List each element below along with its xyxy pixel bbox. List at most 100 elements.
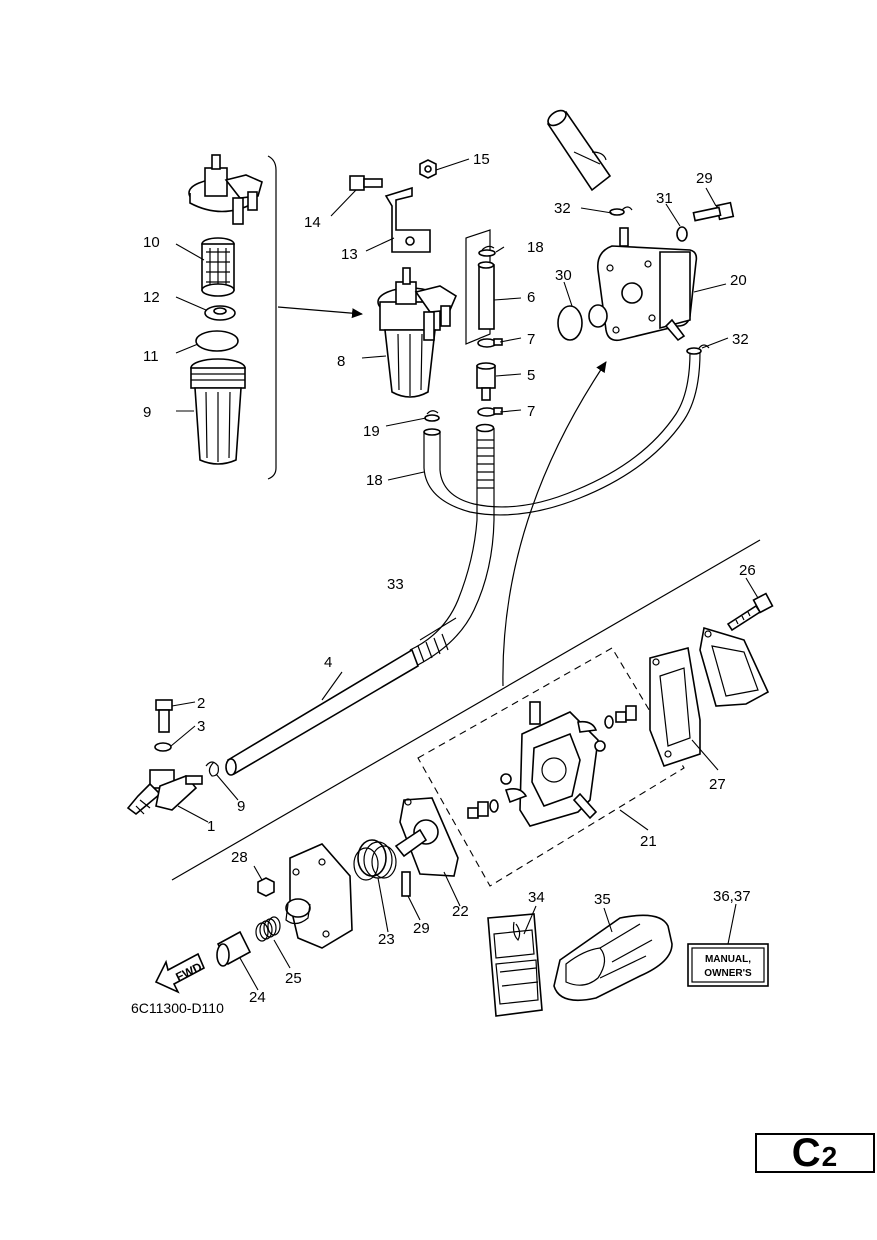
connector-part-1 <box>126 769 203 816</box>
cover-plate-part-26 <box>699 626 770 707</box>
filter-head-detail <box>188 154 263 225</box>
callout-34: 34 <box>528 889 545 906</box>
callout-1: 1 <box>207 818 215 835</box>
clip-part-32-lower <box>686 344 710 355</box>
washer-part-31 <box>676 226 688 242</box>
inset-arrow <box>277 306 363 319</box>
owners-manual-part-36-37: MANUAL, OWNER'S <box>687 943 769 987</box>
callout-15: 14 <box>304 214 321 231</box>
callout-22: 23 <box>378 931 395 948</box>
callout-32-lower: 32 <box>732 331 749 348</box>
pin-part-28 <box>401 871 411 897</box>
bolt-part-30 <box>692 201 735 222</box>
fuel-filter-part-9 <box>377 267 458 398</box>
fuel-pump-part-19 <box>588 227 698 342</box>
callout-36-37: 36,37 <box>713 888 751 905</box>
nut-part-16 <box>419 159 437 179</box>
callout-12: 11 <box>143 348 159 365</box>
clip-part-7-upper <box>477 338 503 348</box>
callout-33: 33 <box>387 576 404 593</box>
callout-21: 22 <box>452 903 469 920</box>
label-sheet-part-34 <box>487 913 543 1017</box>
handle-grip-detail <box>546 109 612 192</box>
screw-washer-group-20 <box>467 705 637 819</box>
callout-4: 4 <box>324 654 332 671</box>
leader-lines <box>170 158 759 991</box>
figure-code: 6C11300-D110 <box>131 1000 224 1016</box>
callout-28: 29 <box>413 920 430 937</box>
o-ring-part-12 <box>195 330 239 352</box>
clip-part-18-upper <box>478 245 496 257</box>
filter-detail-inset <box>188 154 277 480</box>
spring-part-24 <box>255 916 281 942</box>
carburetor-part-20 <box>500 701 606 827</box>
diaphragm-part-21 <box>394 797 459 877</box>
callout-8: 9 <box>237 798 245 815</box>
callout-29: 30 <box>555 267 572 284</box>
callout-27: 28 <box>231 849 248 866</box>
callout-23: 24 <box>249 989 266 1006</box>
callout-14: 13 <box>341 246 358 263</box>
callout-18-lower: 19 <box>363 423 380 440</box>
bag-part-35 <box>553 914 673 1002</box>
pump-body-part-22 <box>285 843 353 949</box>
nut-part-13 <box>204 305 236 321</box>
callout-31: 31 <box>656 190 673 207</box>
washer-part-3 <box>154 742 172 752</box>
hose-part-17 <box>423 351 701 516</box>
callout-26: 27 <box>709 776 726 793</box>
bolt-part-15 <box>349 175 383 191</box>
section-divider-line <box>171 539 761 881</box>
callout-18-upper: 18 <box>527 239 544 256</box>
callout-10: 9 <box>143 404 151 421</box>
clip-part-32-upper <box>609 206 633 216</box>
callout-3: 3 <box>197 718 205 735</box>
callout-9: 8 <box>337 353 345 370</box>
page-code-letter: C <box>791 1130 822 1175</box>
callout-16: 15 <box>473 151 490 168</box>
manual-tag-line1: MANUAL, <box>705 954 751 965</box>
callout-5: 5 <box>527 367 535 384</box>
callout-19: 20 <box>730 272 747 289</box>
manual-tag-line2: OWNER'S <box>704 968 752 979</box>
carburetor-group-outline-20 <box>417 647 685 887</box>
o-ring-part-29 <box>557 305 583 341</box>
callout-numbers: 10 12 11 9 14 13 15 8 19 18 18 6 7 5 7 3… <box>143 151 756 1006</box>
joint-part-5 <box>476 362 496 401</box>
fuel-pipe-part-4 <box>225 648 419 776</box>
clip-part-8 <box>205 761 219 777</box>
forward-direction-arrow: FWD <box>154 952 206 994</box>
callout-13: 12 <box>143 289 160 306</box>
page-code-number: 2 <box>821 1141 839 1172</box>
gasket-part-26 <box>649 647 701 767</box>
callout-35: 35 <box>594 891 611 908</box>
callout-32-upper: 32 <box>554 200 571 217</box>
hose-part-33 <box>409 423 495 667</box>
clip-part-7-lower <box>477 407 503 417</box>
callout-7-upper: 7 <box>527 331 535 348</box>
callout-20: 21 <box>640 833 657 850</box>
callout-6: 6 <box>527 289 535 306</box>
filter-mount-plate <box>465 229 491 345</box>
bolt-part-25 <box>726 592 774 632</box>
callout-17: 18 <box>366 472 383 489</box>
bracket-part-14 <box>384 186 431 253</box>
piston-part-23 <box>216 930 252 967</box>
filter-cup-part-10 <box>190 358 246 465</box>
callout-2: 2 <box>197 695 205 712</box>
pump-arrow <box>502 361 607 687</box>
callout-25: 26 <box>739 562 756 579</box>
spring-part-22 <box>353 839 397 881</box>
nut-part-27 <box>257 877 275 897</box>
bolt-part-2 <box>155 699 173 733</box>
callout-11: 10 <box>143 234 160 251</box>
callout-7-lower: 7 <box>527 403 535 420</box>
hose-part-6 <box>477 261 495 330</box>
callout-30: 29 <box>696 170 713 187</box>
callout-24: 25 <box>285 970 302 987</box>
strainer-part-11 <box>201 237 235 297</box>
clip-part-18-lower <box>424 410 440 422</box>
